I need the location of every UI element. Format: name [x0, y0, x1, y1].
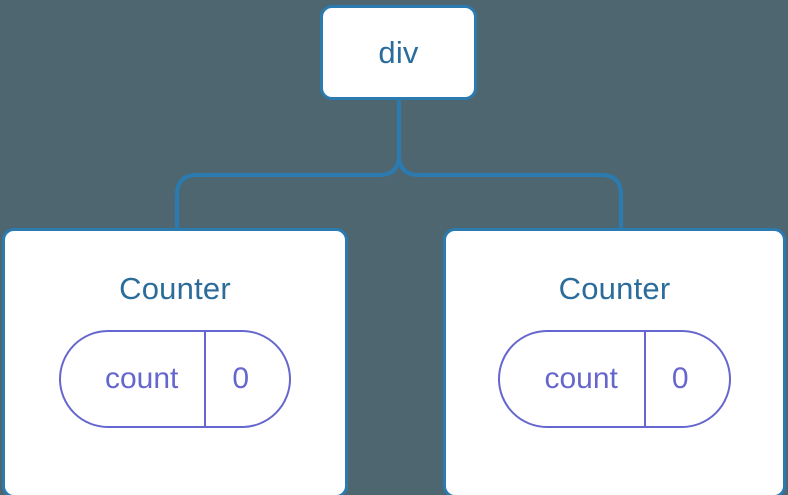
- state-pill-left[interactable]: count 0: [58, 330, 292, 428]
- state-pill-right-value: 0: [671, 362, 689, 395]
- node-div[interactable]: div: [320, 5, 477, 100]
- connector-root-stem: [175, 98, 401, 234]
- state-pill-left-value: 0: [232, 362, 250, 395]
- state-pill-right[interactable]: count 0: [498, 330, 731, 428]
- node-counter-right[interactable]: Counter count 0: [443, 228, 786, 495]
- node-counter-left[interactable]: Counter count 0: [2, 228, 348, 495]
- state-pill-left-key: count: [61, 332, 207, 426]
- node-counter-right-label: Counter: [558, 271, 671, 306]
- state-pill-right-key: count: [500, 332, 646, 426]
- node-counter-left-label: Counter: [119, 271, 231, 306]
- node-div-label: div: [378, 35, 419, 70]
- connector-root-branch-right: [397, 153, 623, 234]
